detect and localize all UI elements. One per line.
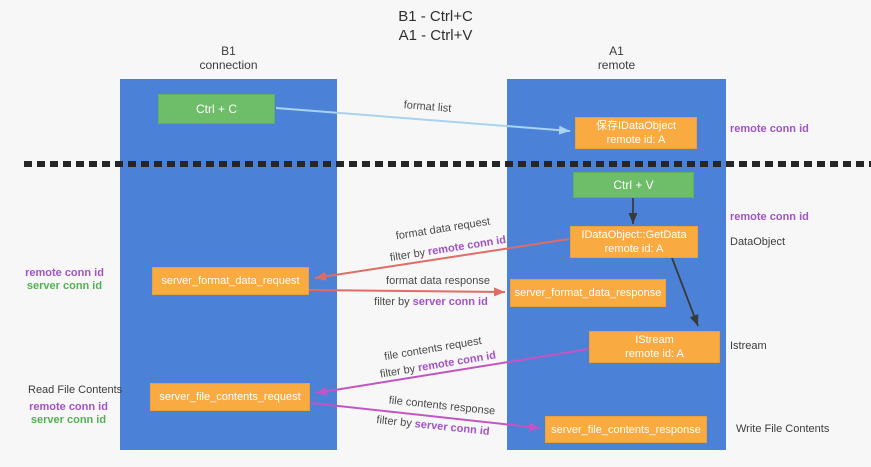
node-file-response-label: server_file_contents_response <box>551 423 701 436</box>
filter-by-text: filter by <box>374 296 410 308</box>
side-label-remote-conn-id-mid: remote conn id <box>730 211 809 223</box>
side-label-conn-ids-left-top: remote conn id server conn id <box>12 267 117 293</box>
side-label-conn-ids-left-bottom: remote conn id server conn id <box>16 401 121 427</box>
arrow-format-data-response <box>308 287 506 297</box>
arrow-format-list <box>275 107 571 135</box>
server-conn-id-label: server conn id <box>30 414 107 426</box>
node-server-format-data-request: server_format_data_request <box>152 267 309 295</box>
node-save-idataobject-line2: remote id: A <box>606 134 666 146</box>
node-server-file-contents-response: server_file_contents_response <box>545 416 707 443</box>
lifeline-header-b1: B1 connection <box>120 44 337 72</box>
node-format-response-label: server_format_data_response <box>514 287 662 299</box>
node-save-idataobject: 保存IDataObject remote id: A <box>575 117 697 149</box>
edge-label-format-data-response: format data response <box>386 275 490 287</box>
side-label-remote-conn-id-top: remote conn id <box>730 123 809 135</box>
lifeline-b1-name: B1 <box>221 44 236 58</box>
side-label-istream: Istream <box>730 340 767 352</box>
phase-separator-dashed-line <box>24 161 871 167</box>
lifeline-header-a1: A1 remote <box>507 44 726 72</box>
node-format-request-label: server_format_data_request <box>161 275 300 287</box>
remote-conn-id-label: remote conn id <box>29 401 108 413</box>
node-ctrl-c: Ctrl + C <box>158 94 275 124</box>
node-ctrl-c-label: Ctrl + C <box>195 102 237 116</box>
arrow-file-contents-request <box>315 348 590 396</box>
arrow-getdata-to-istream <box>671 257 699 327</box>
title-line-1: B1 - Ctrl+C <box>398 8 473 25</box>
arrow-format-data-request <box>314 238 570 281</box>
node-idataobject-getdata: IDataObject::GetData remote id: A <box>570 226 698 258</box>
lifeline-a1-role: remote <box>597 58 636 72</box>
remote-conn-id-label: remote conn id <box>25 267 104 279</box>
node-ctrl-v-label: Ctrl + V <box>613 178 654 192</box>
lifeline-b1-role: connection <box>199 58 258 72</box>
node-istream-line1: IStream <box>635 334 674 346</box>
node-getdata-line2: remote id: A <box>604 243 664 255</box>
side-label-dataobject: DataObject <box>730 236 786 248</box>
server-conn-id-label: server conn id <box>26 280 103 292</box>
side-label-write-file-contents: Write File Contents <box>736 423 830 435</box>
diagram-title: B1 - Ctrl+C A1 - Ctrl+V <box>0 7 871 45</box>
node-file-request-label: server_file_contents_request <box>159 391 301 403</box>
side-label-read-file-contents: Read File Contents <box>28 384 123 396</box>
node-istream-line2: remote id: A <box>625 348 684 360</box>
arrow-file-contents-response <box>310 402 541 432</box>
server-conn-id-text: server conn id <box>412 296 488 308</box>
node-getdata-line1: IDataObject::GetData <box>581 229 687 241</box>
node-server-file-contents-request: server_file_contents_request <box>150 383 310 411</box>
node-save-idataobject-line1: 保存IDataObject <box>595 120 677 132</box>
node-server-format-data-response: server_format_data_response <box>510 279 666 307</box>
node-istream: IStream remote id: A <box>589 331 720 363</box>
title-line-2: A1 - Ctrl+V <box>398 27 473 44</box>
lifeline-a1-name: A1 <box>609 44 624 58</box>
node-ctrl-v: Ctrl + V <box>573 172 694 198</box>
